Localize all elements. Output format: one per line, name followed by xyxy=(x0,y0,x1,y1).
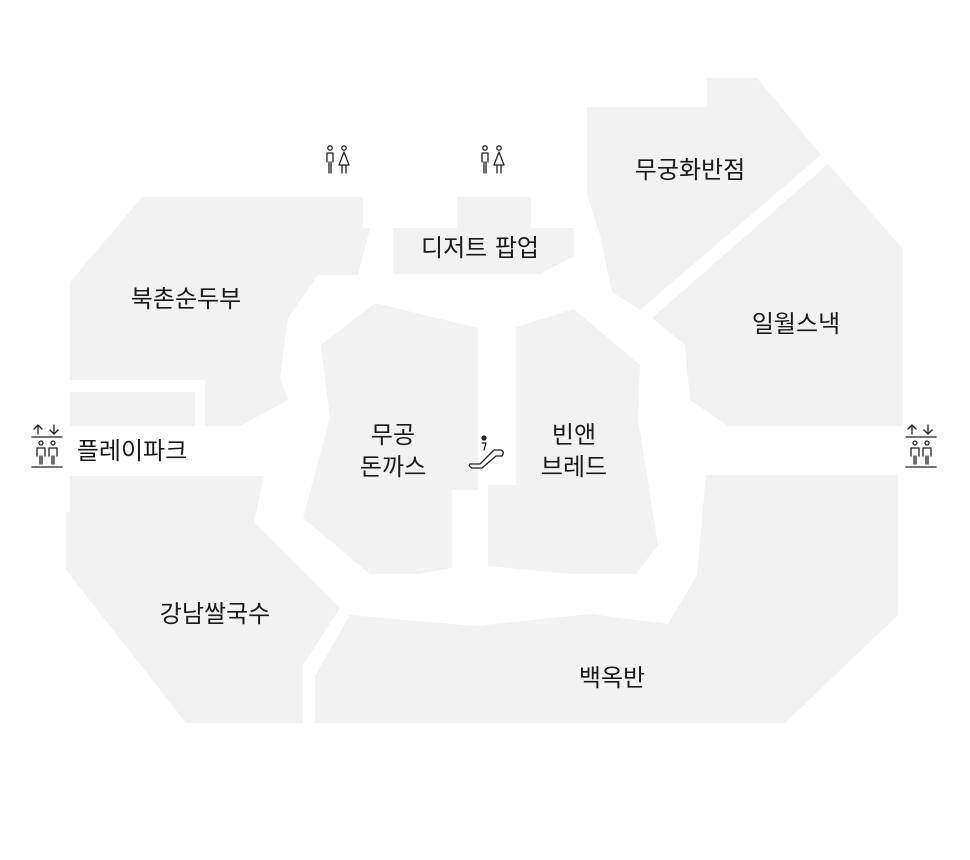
elevator-icon[interactable] xyxy=(31,424,63,468)
restroom-icon[interactable] xyxy=(481,145,505,174)
label-bean-and-line2: 브레드 xyxy=(541,453,607,481)
restroom-icon[interactable] xyxy=(326,145,350,174)
escalator-icon[interactable] xyxy=(468,435,504,469)
label-dessert-popup: 디저트 팝업 xyxy=(421,234,539,262)
label-play-park: 플레이파크 xyxy=(77,437,187,465)
zone-mugunghwa-banjeom[interactable] xyxy=(587,78,821,310)
label-gangnam-ssalguksu: 강남쌀국수 xyxy=(160,600,270,628)
zone-bean-and-bread[interactable] xyxy=(488,309,658,574)
label-mugong-line2: 돈까스 xyxy=(360,453,426,481)
label-ilwol-snack: 일월스낵 xyxy=(752,310,840,338)
zone-mugong-donkas[interactable] xyxy=(303,303,478,574)
label-mugunghwa-banjeom: 무궁화반점 xyxy=(635,156,745,184)
label-bukchon-sundubu: 북촌순두부 xyxy=(131,285,241,313)
zone-baekokban[interactable] xyxy=(315,475,898,723)
zone-gangnam-ssalguksu[interactable] xyxy=(66,476,340,723)
label-bean-and-line1: 빈앤 xyxy=(552,421,596,449)
elevator-icon[interactable] xyxy=(905,424,937,468)
zone-dessert-popup[interactable] xyxy=(393,197,574,274)
zone-play-park[interactable] xyxy=(70,392,195,512)
label-mugong-line1: 무공 xyxy=(371,421,415,449)
zone-ilwol-snack[interactable] xyxy=(652,164,903,426)
zone-bukchon-sundubu[interactable] xyxy=(70,197,370,426)
label-baekokban: 백옥반 xyxy=(579,664,645,692)
